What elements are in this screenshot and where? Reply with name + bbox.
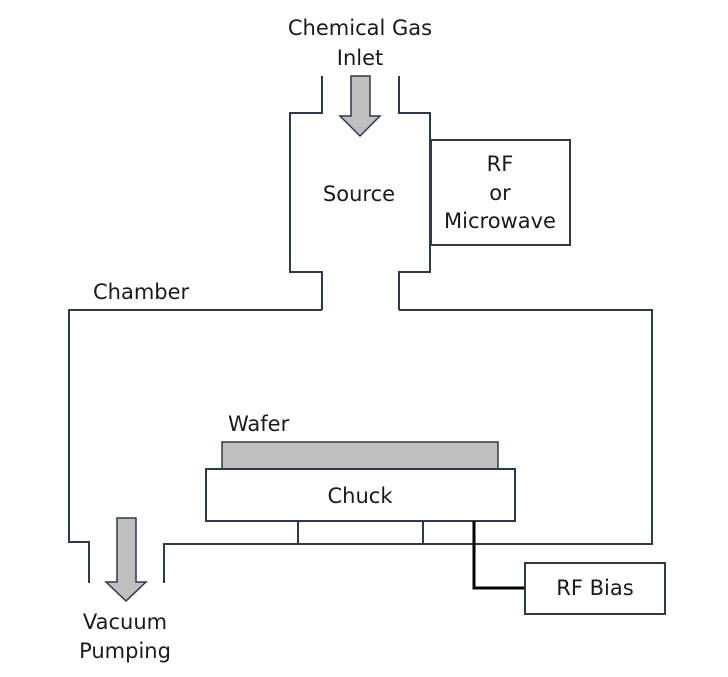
gas-inlet-label-line2: Inlet	[337, 46, 384, 70]
gas-inlet-arrow-icon	[338, 75, 382, 138]
source-label: Source	[323, 182, 395, 206]
chamber-right-wall	[163, 309, 653, 583]
rf-label-line2: or	[489, 181, 511, 205]
rf-label-line3: Microwave	[444, 209, 556, 233]
rf-bias-connection-line	[472, 521, 525, 590]
rf-bias-label: RF Bias	[556, 576, 633, 600]
gas-inlet-label-line1: Chemical Gas	[288, 16, 432, 40]
vacuum-label-line2: Pumping	[79, 639, 171, 663]
vacuum-label-line1: Vacuum	[83, 610, 167, 634]
wafer-label: Wafer	[228, 412, 290, 436]
chuck-pedestal	[297, 520, 424, 545]
rf-microwave-box	[430, 139, 571, 246]
vacuum-arrow-icon	[104, 517, 148, 603]
chuck-label: Chuck	[328, 484, 394, 508]
chamber-left-wall	[68, 309, 322, 583]
source-left-wall	[289, 76, 323, 310]
chamber-label: Chamber	[93, 280, 190, 304]
rf-bias-box	[524, 562, 666, 615]
rf-label-line1: RF	[487, 152, 514, 176]
source-right-wall	[398, 76, 431, 310]
wafer	[221, 441, 499, 470]
